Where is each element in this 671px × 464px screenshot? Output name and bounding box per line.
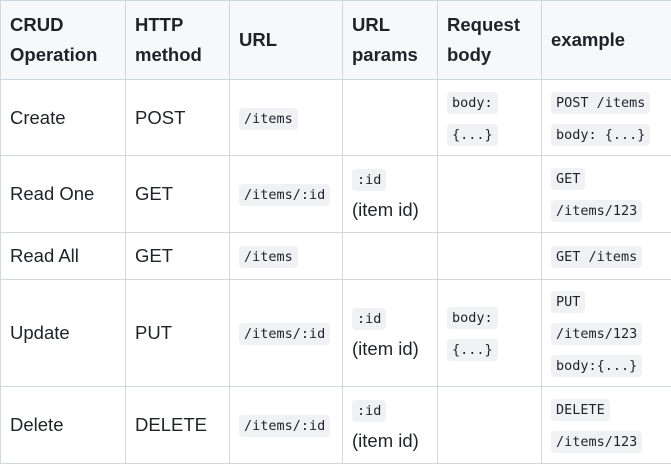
body-cell (437, 155, 542, 233)
url-code: /items/:id (239, 415, 331, 437)
url-cell: /items/:id (229, 155, 343, 233)
example-code: DELETE (551, 399, 610, 421)
method-cell: DELETE (125, 386, 230, 464)
table-row: Update PUT /items/:id :id (item id) body… (0, 279, 671, 387)
body-code: body: (447, 91, 498, 114)
body-cell (437, 386, 542, 464)
example-code: GET (551, 168, 586, 190)
body-code: body: (447, 307, 498, 329)
example-code: POST /items (551, 91, 651, 114)
url-cell: /items/:id (229, 386, 343, 464)
example-cell: POST /items body: {...} (541, 79, 671, 156)
body-cell: body: {...} (437, 279, 542, 387)
table-row: Read One GET /items/:id :id (item id) GE… (0, 155, 671, 233)
param-description: (item id) (352, 199, 419, 220)
table-body: Create POST /items body: {...} POST /ite… (0, 79, 671, 464)
example-code: PUT (551, 291, 586, 313)
url-code: /items/:id (239, 323, 331, 345)
url-cell: /items (229, 232, 343, 280)
method-cell: PUT (125, 279, 230, 387)
example-cell: PUT /items/123 body:{...} (541, 279, 671, 387)
method-cell: GET (125, 232, 230, 280)
param-description: (item id) (352, 430, 419, 451)
operation-cell: Create (0, 79, 126, 156)
table-row: Create POST /items body: {...} POST /ite… (0, 79, 671, 156)
header-example: example (541, 0, 671, 80)
header-url: URL (229, 0, 343, 80)
header-row: CRUD Operation HTTP method URL URL param… (0, 0, 671, 80)
operation-cell: Delete (0, 386, 126, 464)
param-code: :id (352, 308, 387, 330)
params-cell: :id (item id) (342, 155, 438, 233)
url-code: /items (239, 107, 298, 130)
operation-cell: Update (0, 279, 126, 387)
params-cell (342, 79, 438, 156)
example-code: body:{...} (551, 355, 643, 377)
header-url-params: URL params (342, 0, 438, 80)
url-cell: /items (229, 79, 343, 156)
param-code: :id (352, 400, 387, 422)
table-header: CRUD Operation HTTP method URL URL param… (0, 0, 671, 80)
example-code: GET /items (551, 246, 643, 268)
example-cell: GET /items/123 (541, 155, 671, 233)
method-cell: GET (125, 155, 230, 233)
body-cell: body: {...} (437, 79, 542, 156)
body-code: {...} (447, 123, 498, 146)
params-cell (342, 232, 438, 280)
method-cell: POST (125, 79, 230, 156)
example-cell: DELETE /items/123 (541, 386, 671, 464)
param-code: :id (352, 169, 387, 191)
body-cell (437, 232, 542, 280)
example-code: /items/123 (551, 323, 643, 345)
example-code: /items/123 (551, 200, 643, 222)
table-row: Read All GET /items GET /items (0, 232, 671, 280)
params-cell: :id (item id) (342, 386, 438, 464)
url-cell: /items/:id (229, 279, 343, 387)
operation-cell: Read One (0, 155, 126, 233)
example-code: /items/123 (551, 431, 643, 453)
operation-cell: Read All (0, 232, 126, 280)
header-crud-operation: CRUD Operation (0, 0, 126, 80)
param-description: (item id) (352, 338, 419, 359)
url-code: /items (239, 246, 298, 268)
example-code: body: {...} (551, 123, 651, 146)
header-http-method: HTTP method (125, 0, 230, 80)
example-cell: GET /items (541, 232, 671, 280)
header-request-body: Request body (437, 0, 542, 80)
params-cell: :id (item id) (342, 279, 438, 387)
table-row: Delete DELETE /items/:id :id (item id) D… (0, 386, 671, 464)
url-code: /items/:id (239, 184, 331, 206)
body-code: {...} (447, 339, 498, 361)
